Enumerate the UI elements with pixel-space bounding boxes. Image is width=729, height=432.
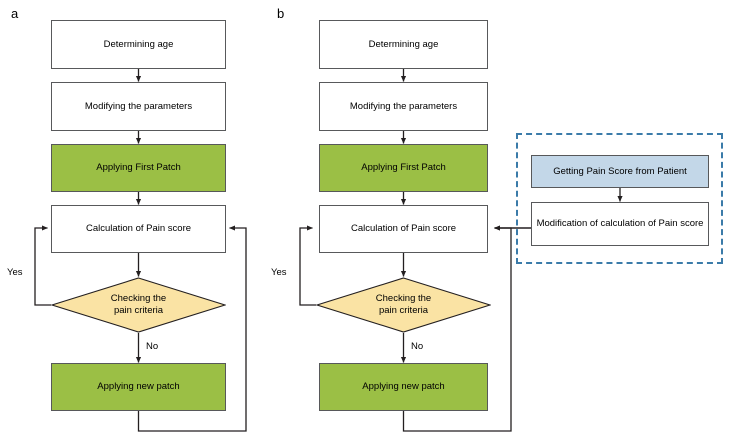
node-b-checking-pain-criteria[interactable]: Checking the pain criteria [316,277,491,333]
edge-label-b-no: No [411,341,424,352]
node-b-determining-age[interactable]: Determining age [319,20,488,69]
node-b-applying-first-patch[interactable]: Applying First Patch [319,144,488,192]
panel-label-b: b [277,6,285,21]
edge-label-b-yes: Yes [271,267,287,278]
node-a-determining-age[interactable]: Determining age [51,20,226,69]
edge-label-a-yes: Yes [7,267,23,278]
node-a-checking-pain-criteria[interactable]: Checking the pain criteria [51,277,226,333]
edge-b-yes-loop [299,225,316,306]
node-a-modifying-parameters[interactable]: Modifying the parameters [51,82,226,131]
node-a-calculation-of-pain-score[interactable]: Calculation of Pain score [51,205,226,253]
node-a-applying-new-patch[interactable]: Applying new patch [51,363,226,411]
feedback-group-dashed-border [516,133,723,264]
node-b-modifying-parameters[interactable]: Modifying the parameters [319,82,488,131]
node-a-applying-first-patch[interactable]: Applying First Patch [51,144,226,192]
panel-label-a: a [11,6,19,21]
edge-label-a-no: No [146,341,159,352]
node-b-applying-new-patch[interactable]: Applying new patch [319,363,488,411]
node-b-calculation-of-pain-score[interactable]: Calculation of Pain score [319,205,488,253]
node-b-modification-of-calculation[interactable]: Modification of calculation of Pain scor… [531,202,709,246]
node-b-getting-pain-score-from-patient[interactable]: Getting Pain Score from Patient [531,155,709,188]
edge-a-yes-loop [34,225,51,306]
